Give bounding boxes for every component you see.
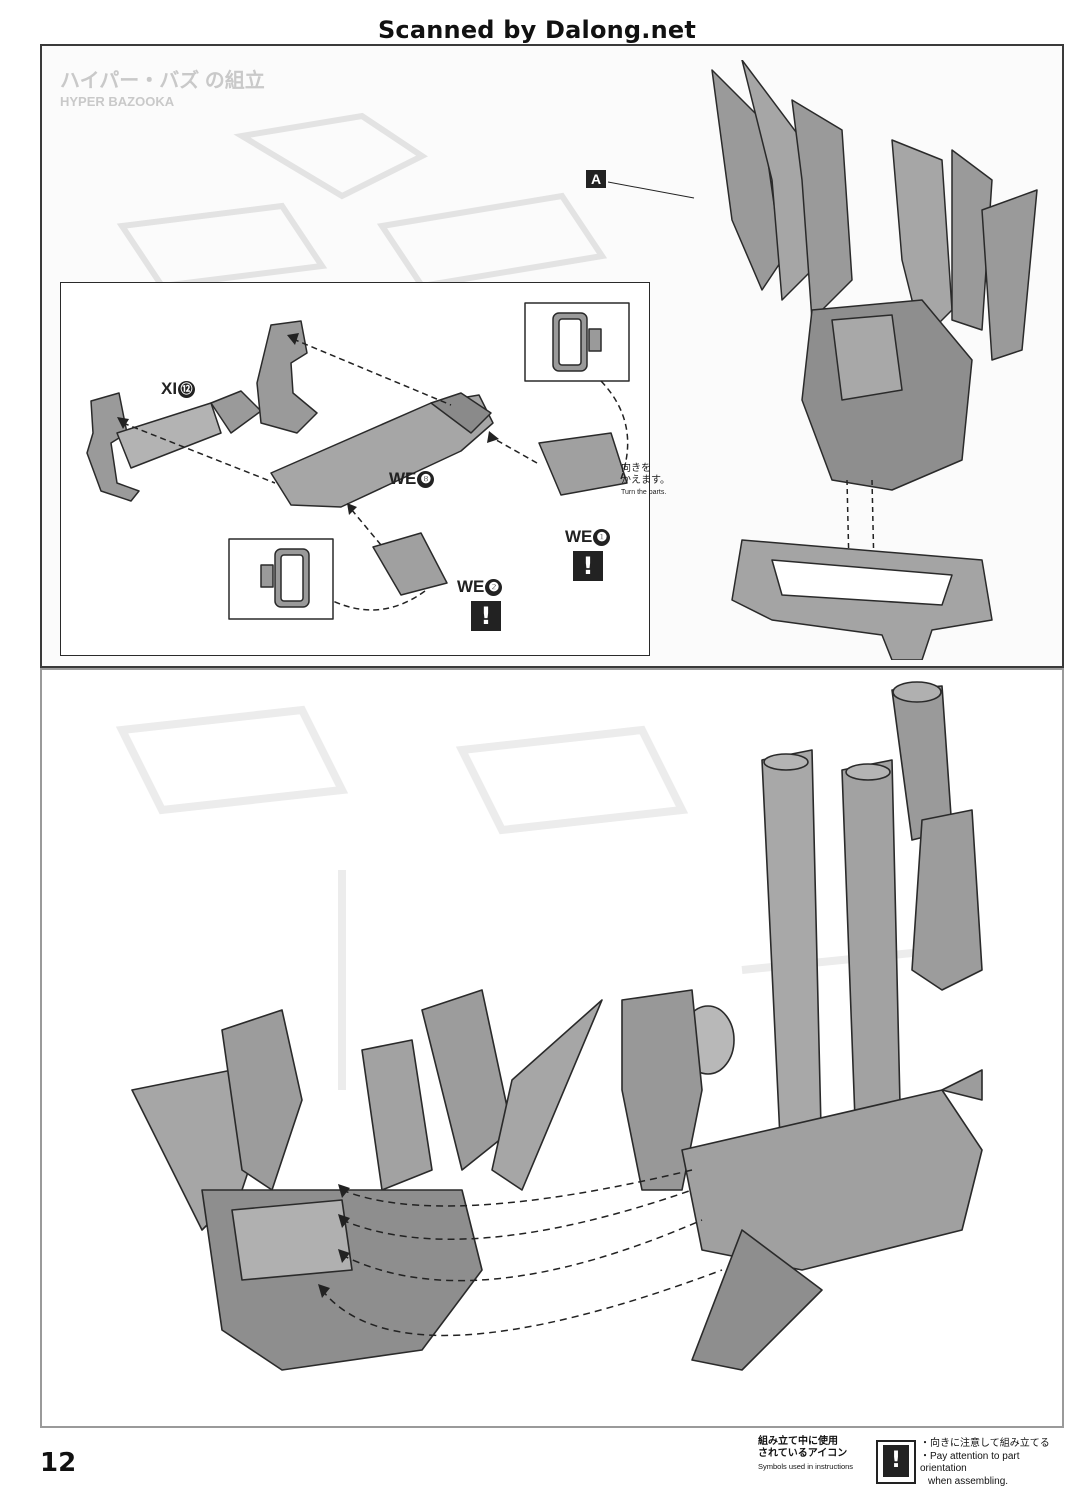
turn-parts-note: 向きを かえます。 Turn the parts. <box>621 463 701 499</box>
part-number: ❽ <box>417 471 435 489</box>
part-number: ⑫ <box>178 381 196 399</box>
legend-icon-frame: ! <box>876 1440 916 1484</box>
legend-title-jp-1: 組み立て中に使用 <box>758 1436 838 1447</box>
bottom-panel <box>40 668 1064 1428</box>
part-number: ❶ <box>593 529 611 547</box>
final-assembly-illustration <box>131 681 983 1371</box>
warning-icon: ! <box>883 1445 909 1477</box>
backpack-armor-assembly <box>711 60 1038 660</box>
legend-title-en: Symbols used in instructions <box>758 1462 854 1471</box>
legend-text-en-2: when assembling. <box>928 1475 1009 1487</box>
turn-note-en: Turn the parts. <box>621 489 667 496</box>
part-code: WE <box>457 577 485 596</box>
part-number: ❷ <box>485 579 503 597</box>
pointer-line <box>608 181 695 199</box>
legend-text-jp: ・向きに注意して組み立てる <box>920 1438 1050 1449</box>
part-code: XI <box>161 379 178 398</box>
legend-title-jp-2: されているアイコン <box>758 1448 848 1459</box>
legend-title: 組み立て中に使用 されているアイコン Symbols used in instr… <box>758 1436 866 1488</box>
pointer-label-a: A <box>586 170 606 188</box>
part-code: WE <box>565 527 593 546</box>
page-number: 12 <box>40 1448 77 1478</box>
top-panel: ハイパー・バズ の組立 HYPER BAZOOKA A <box>40 44 1064 668</box>
part-code: WE <box>389 469 417 488</box>
watermark: Scanned by Dalong.net <box>377 16 697 44</box>
legend-text-en-1: ・Pay attention to part orientation <box>920 1450 1020 1475</box>
bazooka-grip-parts <box>86 302 630 620</box>
warning-icon: ! <box>573 551 603 581</box>
legend-text: ・向きに注意して組み立てる ・Pay attention to part ori… <box>920 1438 1062 1488</box>
ghost-heading-jp: ハイパー・バズ の組立 <box>60 70 265 92</box>
warning-icon: ! <box>471 601 501 631</box>
turn-note-jp-1: 向きを <box>621 463 651 474</box>
ghost-heading-en: HYPER BAZOOKA <box>60 94 175 109</box>
symbol-legend: 組み立て中に使用 されているアイコン Symbols used in instr… <box>758 1436 1064 1488</box>
turn-note-jp-2: かえます。 <box>621 475 670 486</box>
